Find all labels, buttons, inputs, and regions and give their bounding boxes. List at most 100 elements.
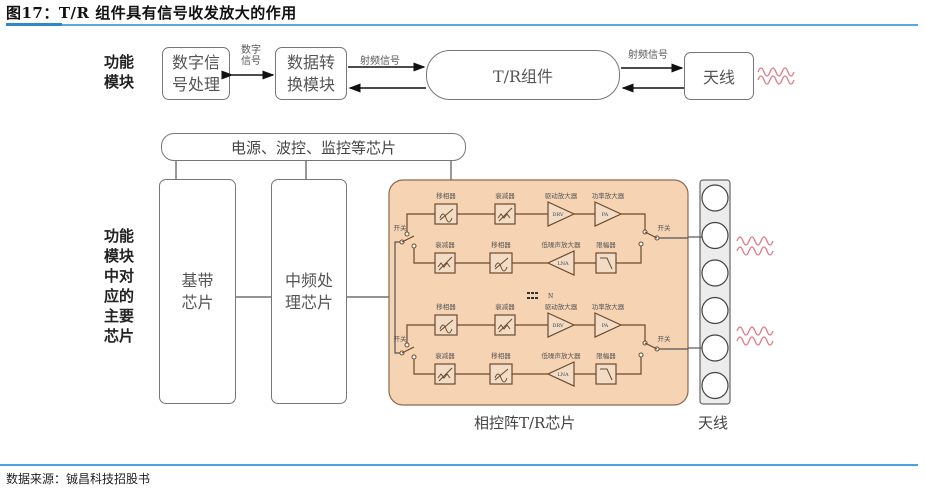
component-label: 移相器 <box>436 302 456 311</box>
if-chip-line: 理芯片 <box>284 292 333 312</box>
component-label: 低噪声放大器 <box>542 240 582 249</box>
top-row-connectors <box>221 62 795 93</box>
phase-shifter-icon <box>489 252 513 274</box>
component-label: 衰减器 <box>495 191 515 200</box>
radiation-wave-icon <box>736 236 774 256</box>
switch-arm <box>644 231 658 239</box>
power-amplifier-icon <box>594 201 623 227</box>
driver-amplifier-icon <box>547 201 576 227</box>
bottom-row-label-line: 模块 <box>104 247 135 265</box>
switch-label: 开关 <box>658 334 672 343</box>
digital-signal-label-line: 数字 <box>241 45 261 56</box>
amplifier-label: PA <box>602 323 609 329</box>
top-wave-icon <box>757 67 795 85</box>
top-row-label-line: 模块 <box>104 73 135 91</box>
switch-arm <box>401 235 415 243</box>
component-label: 限幅器 <box>596 351 616 360</box>
switch-contact <box>404 342 410 348</box>
if-chip-line: 中频处 <box>284 270 333 290</box>
amplifier-label: DRV <box>552 212 564 218</box>
driver-amplifier-icon <box>547 312 576 338</box>
rf-signal-label-2: 射频信号 <box>628 50 668 61</box>
tr-channel: 开关开关移相器衰减器DRV驱动放大器PA功率放大器衰减器移相器LNA低噪声放大器… <box>394 297 688 387</box>
power-amplifier-icon <box>594 312 623 338</box>
bottom-row-label-line: 功能 <box>104 227 135 245</box>
digital-signal-label: 数字 信号 <box>241 45 261 67</box>
title-rule <box>6 24 918 26</box>
antenna-element <box>701 259 729 287</box>
tx-wire <box>406 213 435 232</box>
switch-arm <box>401 346 415 354</box>
dac-box-line: 数据转 <box>286 52 335 72</box>
phased-array-chip-caption: 相控阵T/R芯片 <box>474 414 576 432</box>
channel-count-label: N <box>548 293 553 300</box>
digital-signal-label-line: 信号 <box>241 56 261 67</box>
baseband-chip-line: 基带 <box>181 270 214 290</box>
dac-box: 数据转 换模块 <box>275 47 347 100</box>
component-label: 移相器 <box>436 191 456 200</box>
amplifier-label: LNA <box>557 261 569 267</box>
attenuator-icon <box>434 363 456 385</box>
switch-contact <box>404 231 410 237</box>
rx-wire <box>616 355 642 375</box>
component-label: 移相器 <box>491 240 511 249</box>
dac-box-line: 换模块 <box>286 74 335 94</box>
component-label: 衰减器 <box>435 240 455 249</box>
antenna-element <box>701 334 729 362</box>
baseband-chip-box: 基带 芯片 <box>159 179 236 404</box>
component-label: 驱动放大器 <box>545 302 578 311</box>
attenuator-icon <box>434 252 456 274</box>
antenna-label: 天线 <box>702 68 735 87</box>
component-label: 功率放大器 <box>592 302 625 311</box>
amplifier-label: PA <box>602 212 609 218</box>
source-note: 数据来源：铖昌科技招股书 <box>6 472 151 486</box>
tr-channel: 开关开关移相器衰减器DRV驱动放大器PA功率放大器衰减器移相器LNA低噪声放大器… <box>394 191 688 297</box>
limiter-icon <box>595 363 617 385</box>
attenuator-icon <box>494 203 516 225</box>
switch-contact <box>638 352 644 358</box>
tx-wire <box>621 213 646 230</box>
switch-label: 开关 <box>394 334 408 343</box>
limiter-icon <box>595 252 617 274</box>
component-label: 移相器 <box>491 351 511 360</box>
channel-count-indicator: N <box>527 292 553 300</box>
attenuator-icon <box>494 314 516 336</box>
switch-arm <box>644 342 658 350</box>
tr-module-box: T/R组件 <box>426 50 620 100</box>
bottom-row-label-line: 应的 <box>104 287 135 305</box>
bottom-row-label-line: 芯片 <box>104 327 135 345</box>
switch-contact <box>411 354 417 360</box>
phase-shifter-icon <box>434 203 458 225</box>
antenna-element <box>701 221 729 250</box>
component-label: 衰减器 <box>435 351 455 360</box>
switch-contact <box>638 241 644 247</box>
rf-signal-label-1: 射频信号 <box>360 56 400 67</box>
top-row-label-line: 功能 <box>104 53 135 71</box>
component-label: 驱动放大器 <box>545 191 578 200</box>
radiation-wave-icon <box>736 326 774 346</box>
power-bus-box: 电源、波控、监控等芯片 <box>161 133 466 161</box>
component-label: 限幅器 <box>596 240 616 249</box>
component-label: 功率放大器 <box>592 191 625 200</box>
switch-label: 开关 <box>658 223 672 232</box>
phase-shifter-icon <box>434 314 458 336</box>
bottom-row-label-line: 中对 <box>104 267 135 285</box>
rx-wire <box>413 246 435 264</box>
low-noise-amplifier-icon <box>546 361 575 387</box>
dsp-box: 数字信 号处理 <box>162 47 230 100</box>
antenna-element <box>701 184 729 212</box>
tr-module-label: T/R组件 <box>492 67 554 86</box>
top-row-label: 功能 模块 <box>104 52 134 92</box>
title-rule-accent <box>6 23 62 26</box>
rx-wire <box>616 244 642 264</box>
antenna-box: 天线 <box>684 52 754 100</box>
component-label: 低噪声放大器 <box>542 351 582 360</box>
bottom-row-label: 功能 模块 中对 应的 主要 芯片 <box>104 226 134 346</box>
bottom-row-label-line: 主要 <box>104 307 135 325</box>
power-bus-label: 电源、波控、监控等芯片 <box>230 138 396 157</box>
dsp-box-line: 数字信 <box>171 52 220 72</box>
dsp-box-line: 号处理 <box>171 74 220 94</box>
tx-wire <box>621 324 646 341</box>
amplifier-label: DRV <box>552 323 564 329</box>
antenna-array-caption: 天线 <box>698 414 729 432</box>
